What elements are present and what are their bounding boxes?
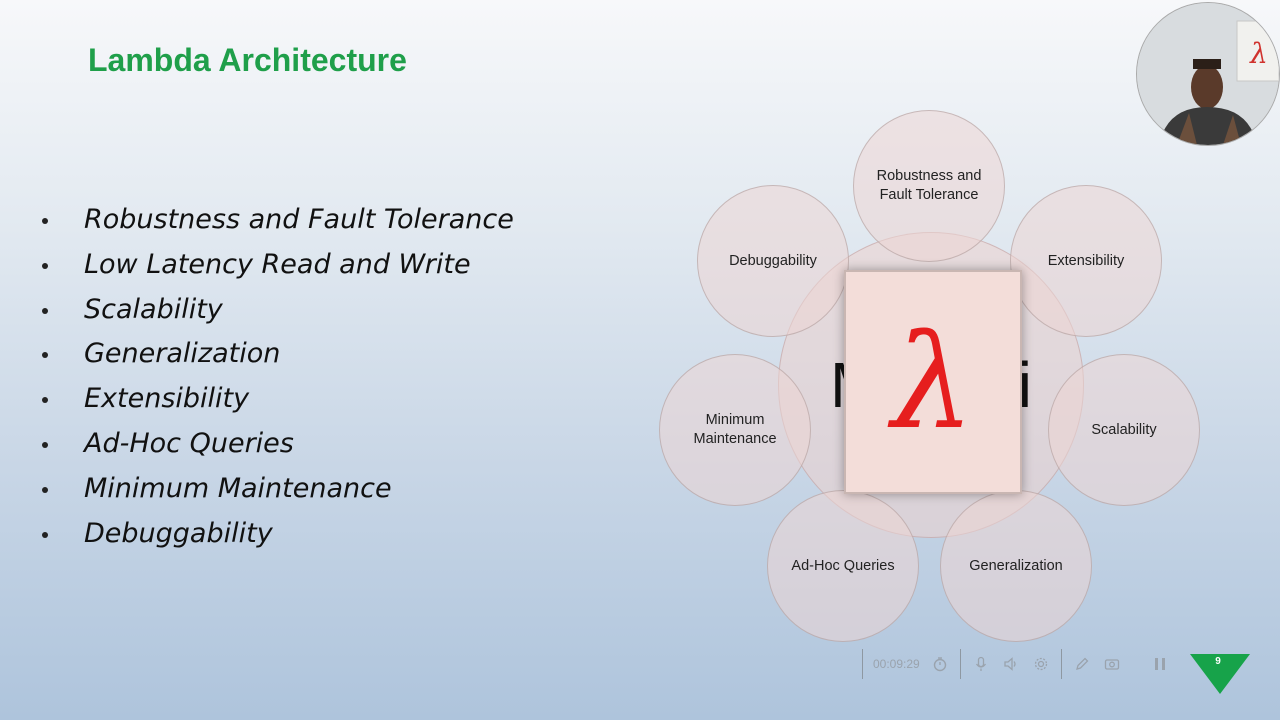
node-debuggability: Debuggability <box>697 185 849 337</box>
slide-number: 9 <box>1215 656 1221 667</box>
bullet-icon <box>42 352 48 359</box>
list-item: Generalization <box>40 332 514 377</box>
bullet-icon <box>42 307 48 314</box>
list-item-label: Generalization <box>84 338 281 370</box>
badge-triangle-icon <box>1190 654 1250 694</box>
node-robustness: Robustness and Fault Tolerance <box>853 110 1005 262</box>
node-adhoc-queries: Ad-Hoc Queries <box>767 490 919 642</box>
list-item-label: Robustness and Fault Tolerance <box>84 204 514 235</box>
timer-readout: 00:09:29 <box>873 657 920 671</box>
list-item: Scalability <box>40 288 514 333</box>
list-item-label: Debuggability <box>84 517 273 549</box>
bullet-icon <box>42 262 48 269</box>
camera-icon[interactable] <box>1102 654 1122 674</box>
bullet-icon <box>42 218 48 224</box>
slide-title: Lambda Architecture <box>88 42 407 78</box>
list-item: Minimum Maintenance <box>40 467 514 512</box>
stopwatch-icon[interactable] <box>930 654 950 674</box>
gear-icon[interactable] <box>1031 654 1051 674</box>
list-item: Ad-Hoc Queries <box>40 422 514 467</box>
microphone-icon[interactable] <box>971 654 991 674</box>
pen-icon[interactable] <box>1072 654 1092 674</box>
lambda-symbol: λ <box>891 306 975 458</box>
feature-list: Robustness and Fault Tolerance Low Laten… <box>40 198 514 556</box>
center-label-right: i <box>1017 349 1032 421</box>
list-item-label: Low Latency Read and Write <box>84 248 471 280</box>
list-item-label: Ad-Hoc Queries <box>84 427 294 459</box>
list-item: Low Latency Read and Write <box>40 243 514 288</box>
node-minimum-maintenance: Minimum Maintenance <box>659 354 811 506</box>
lambda-card: λ <box>844 270 1022 494</box>
presenter-webcam: λ <box>1136 2 1280 146</box>
list-item: Extensibility <box>40 377 514 422</box>
center-circle <box>778 232 1084 538</box>
presenter-avatar: λ <box>1137 3 1279 145</box>
list-item: Robustness and Fault Tolerance <box>40 198 514 243</box>
node-scalability: Scalability <box>1048 354 1200 506</box>
slide-number-badge <box>1190 654 1250 694</box>
center-label-left: M <box>830 349 884 421</box>
pause-icon[interactable] <box>1150 654 1170 674</box>
bullet-icon <box>42 531 48 538</box>
speaker-icon[interactable] <box>1001 654 1021 674</box>
center-label: M i <box>778 353 1084 417</box>
node-generalization: Generalization <box>940 490 1092 642</box>
bullet-icon <box>42 397 48 404</box>
list-item-label: Scalability <box>84 293 223 325</box>
node-extensibility: Extensibility <box>1010 185 1162 337</box>
list-item-label: Extensibility <box>84 383 250 415</box>
list-item-label: Minimum Maintenance <box>84 472 392 504</box>
toolbar-divider <box>862 649 863 679</box>
bullet-icon <box>42 486 48 493</box>
svg-text:λ: λ <box>1249 37 1268 70</box>
toolbar-divider <box>959 649 961 679</box>
bullet-icon <box>42 441 48 448</box>
toolbar-divider <box>1060 649 1062 679</box>
list-item: Debuggability <box>40 512 514 557</box>
